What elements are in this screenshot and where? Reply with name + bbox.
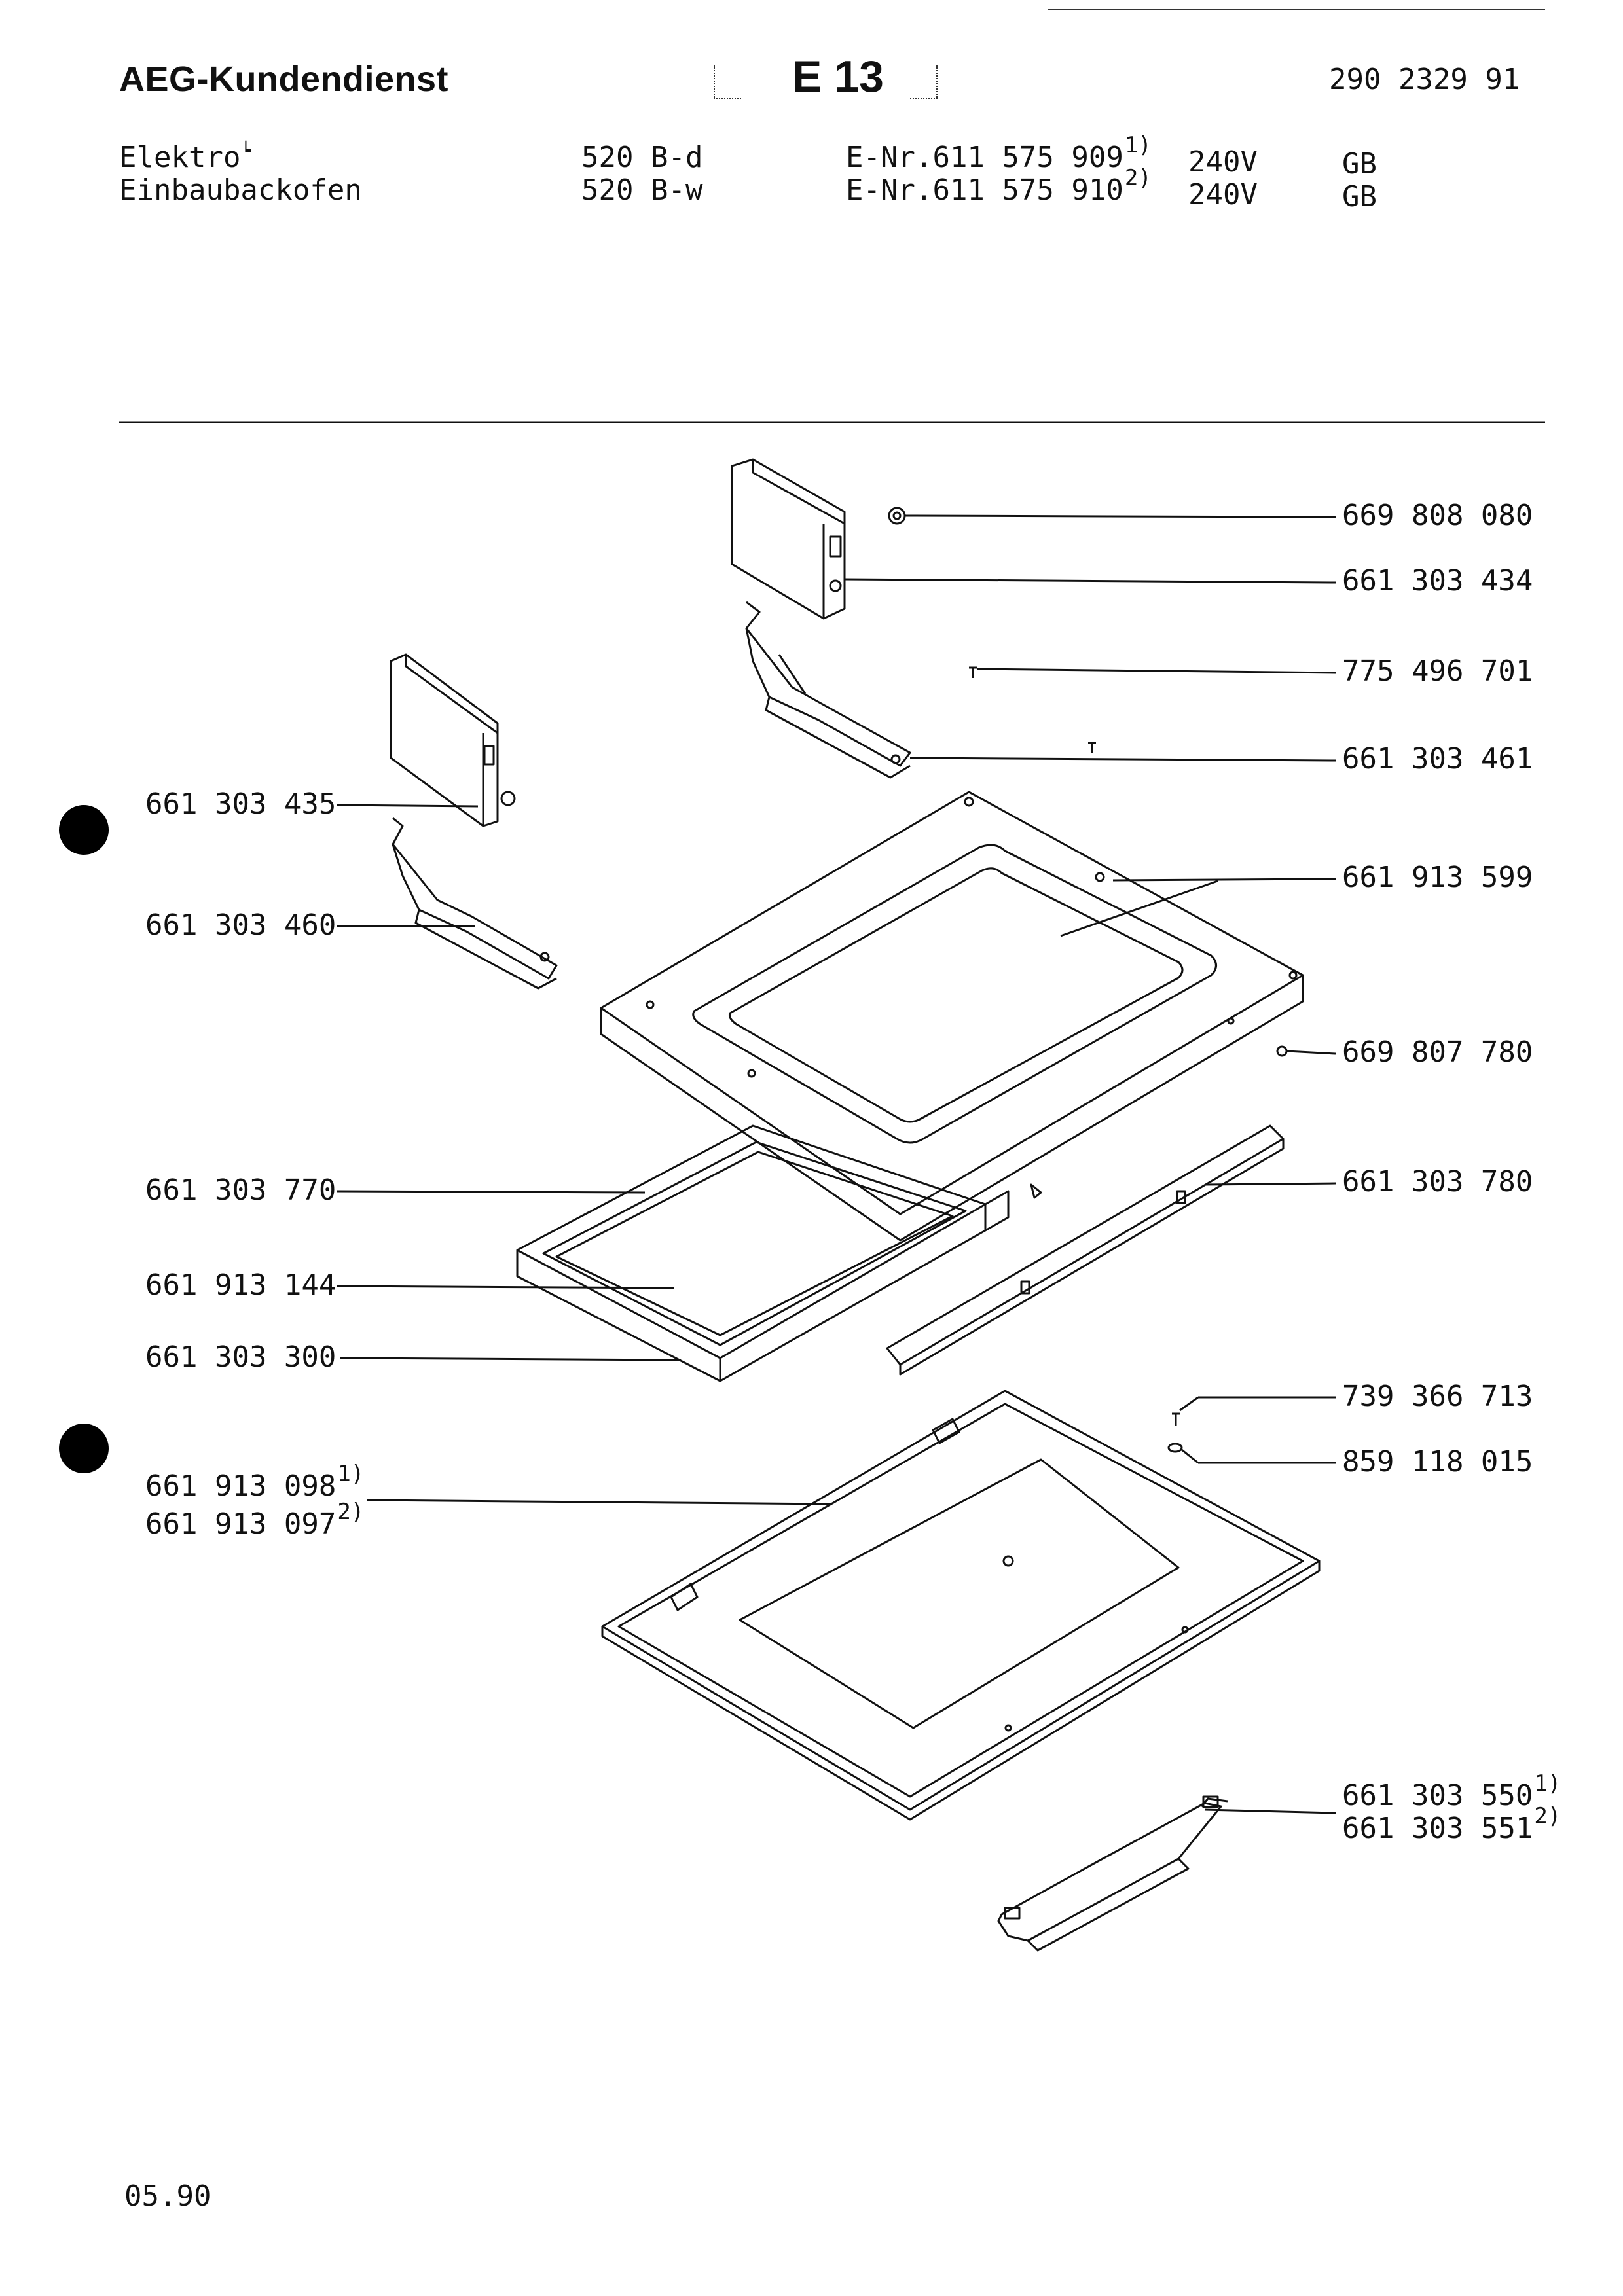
part-label-669808080: 669 808 080 (1342, 499, 1533, 532)
clip-669807780 (1276, 1045, 1288, 1057)
brand-title: AEG-Kundendienst (119, 60, 448, 99)
screw-739366713 (1172, 1412, 1180, 1426)
hinge-cover-left (390, 653, 516, 827)
screw-small-right (1088, 742, 1096, 753)
voltage-2: 240V (1188, 178, 1258, 211)
washer-859118015 (1167, 1443, 1183, 1453)
revision-date: 05.90 (124, 2179, 211, 2213)
enr-1: E-Nr.611 575 9091) (846, 132, 1152, 174)
part-label-661303550: 661 303 5501) (1342, 1770, 1561, 1812)
part-label-661303551: 661 303 5512) (1342, 1803, 1561, 1845)
part-label-661913097: 661 913 0972) (145, 1499, 365, 1541)
door-handle (997, 1795, 1228, 1952)
screw-frame (1030, 1183, 1042, 1199)
part-label-661303461: 661 303 461 (1342, 742, 1533, 776)
part-label-661303460: 661 303 460 (145, 908, 337, 942)
product-line2: Einbaubackofen (119, 173, 362, 207)
hinge-cover-right (731, 458, 846, 620)
sheet-bracket-right (910, 65, 938, 99)
model-1: 520 B-d (581, 141, 703, 174)
part-label-775496701: 775 496 701 (1342, 655, 1533, 688)
hinge-arm-left (392, 817, 558, 990)
product-line1: Elektro┕ (119, 141, 251, 174)
clip-669808080 (888, 507, 906, 525)
part-label-661303770: 661 303 770 (145, 1174, 337, 1207)
punch-hole-mark-lower (59, 1424, 109, 1473)
leader-lines (337, 514, 1336, 1814)
country-1: GB (1342, 147, 1377, 181)
part-label-859118015: 859 118 015 (1342, 1445, 1533, 1479)
part-label-739366713: 739 366 713 (1342, 1380, 1533, 1413)
part-label-661303780: 661 303 780 (1342, 1165, 1533, 1198)
enr-2: E-Nr.611 575 9102) (846, 165, 1152, 207)
voltage-1: 240V (1188, 145, 1258, 179)
hinge-arm-right (745, 601, 911, 779)
seal-strip (886, 1124, 1285, 1376)
part-label-661913599: 661 913 599 (1342, 861, 1533, 894)
sheet-number: E 13 (792, 52, 884, 101)
part-label-661913098: 661 913 0981) (145, 1461, 365, 1503)
punch-hole-mark-upper (59, 805, 109, 855)
country-2: GB (1342, 180, 1377, 213)
screw-775496701 (969, 666, 977, 678)
sheet-bracket-left (714, 65, 741, 99)
part-label-669807780: 669 807 780 (1342, 1035, 1533, 1069)
model-2: 520 B-w (581, 173, 703, 207)
outer-door (601, 1390, 1321, 1821)
document-number: 290 2329 91 (1329, 63, 1520, 96)
part-label-661303434: 661 303 434 (1342, 564, 1533, 598)
glass-frame-assembly (516, 1124, 1010, 1382)
logo-mark: ┕ (240, 141, 251, 161)
inner-door-panel (600, 791, 1304, 1242)
part-label-661303300: 661 303 300 (145, 1340, 337, 1374)
part-label-661913144: 661 913 144 (145, 1268, 337, 1302)
part-label-661303435: 661 303 435 (145, 787, 337, 821)
